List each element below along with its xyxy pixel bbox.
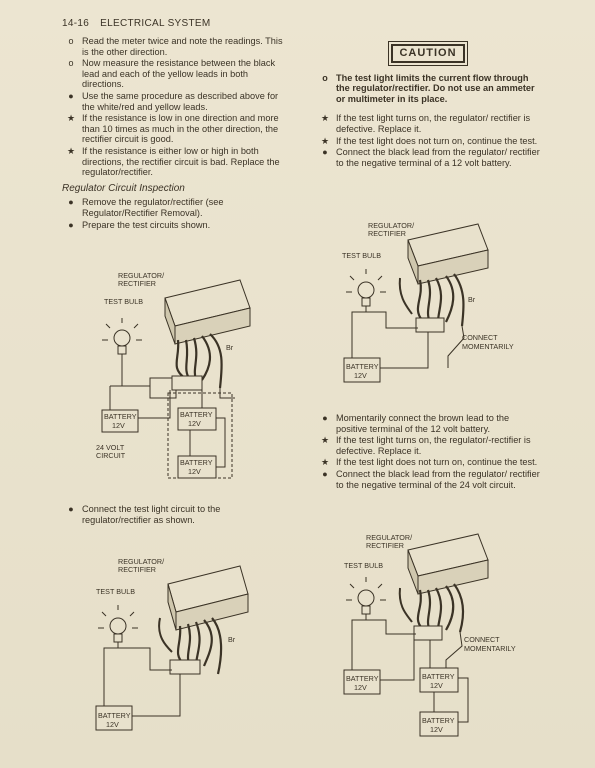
connect-label: CONNECT [462, 333, 498, 342]
wiring-diagram-svg: REGULATOR/ RECTIFIER TEST BULB BATTERY 1… [96, 271, 251, 479]
regulator-label: REGULATOR/ [368, 221, 414, 230]
wiring-diagram-svg: REGULATOR/ RECTIFIER TEST BULB BATTERY 1… [95, 557, 249, 731]
momentarily-label: MOMENTARILY [462, 342, 514, 351]
test-bulb-label: TEST BULB [96, 587, 135, 596]
brown-lead-label: Br [228, 635, 236, 644]
battery-label: BATTERY [98, 711, 131, 720]
caution-label: CAUTION [388, 41, 468, 66]
list-item: ●Connect the black lead from the regulat… [322, 147, 540, 168]
test-bulb-label: TEST BULB [344, 561, 383, 570]
regulator-label: REGULATOR/ [118, 557, 164, 566]
voltage-label: 12V [354, 371, 367, 380]
list-item: ●Momentarily connect the brown lead to t… [322, 413, 510, 434]
list-item: ●Prepare the test circuits shown. [68, 219, 211, 230]
voltage-label: 12V [112, 421, 125, 430]
battery-label: BATTERY [180, 410, 213, 419]
rectifier-label: RECTIFIER [118, 279, 156, 288]
momentarily-label: MOMENTARILY [464, 644, 516, 653]
rectifier-label: RECTIFIER [118, 565, 156, 574]
list-item: ★If the resistance is either low or high… [66, 145, 280, 178]
list-item: ●Connect the test light circuit to the r… [68, 504, 221, 525]
list-item: ●Use the same procedure as described abo… [68, 90, 279, 112]
voltage-label: 12V [354, 683, 367, 692]
regulator-label: REGULATOR/ [118, 271, 164, 280]
battery-label: BATTERY [422, 716, 455, 725]
left-lower-text: ●Connect the test light circuit to the r… [62, 504, 290, 526]
voltage-label: 12V [188, 419, 201, 428]
diagram-24v-test-circuit: REGULATOR/ RECTIFIER TEST BULB BATTERY 1… [90, 268, 290, 488]
battery-label: BATTERY [104, 412, 137, 421]
section-title: ELECTRICAL SYSTEM [100, 18, 211, 29]
wiring-diagram-svg: REGULATOR/ RECTIFIER TEST BULB BATTERY 1… [343, 533, 516, 737]
battery-box [101, 409, 139, 433]
subsection-heading: Regulator Circuit Inspection [62, 182, 185, 194]
right-lower-text: ●Momentarily connect the brown lead to t… [316, 413, 540, 491]
test-bulb-label: TEST BULB [342, 251, 381, 260]
voltage-label: 12V [106, 720, 119, 729]
battery-label: BATTERY [180, 458, 213, 467]
connect-label: CONNECT [464, 635, 500, 644]
list-item: ●Connect the black lead from the regulat… [322, 468, 540, 490]
voltage-label: 12V [430, 725, 443, 734]
regulator-label: REGULATOR/ [366, 533, 412, 542]
list-item: ●Remove the regulator/rectifier (see Reg… [68, 197, 224, 218]
wiring-diagram-svg: REGULATOR/ RECTIFIER TEST BULB BATTERY 1… [342, 221, 514, 383]
voltage-label: 12V [430, 681, 443, 690]
24-volt-label: 24 VOLT [96, 443, 125, 452]
voltage-label: 12V [188, 467, 201, 476]
diagram-24v-connect: REGULATOR/ RECTIFIER TEST BULB BATTERY 1… [338, 528, 538, 748]
page-header: 14-16 ELECTRICAL SYSTEM [62, 18, 218, 29]
diagram-connect-test-light: REGULATOR/ RECTIFIER TEST BULB BATTERY 1… [90, 556, 270, 751]
list-item: ★If the resistance is low in one directi… [66, 113, 279, 145]
diagram-12v-test: REGULATOR/ RECTIFIER TEST BULB BATTERY 1… [338, 218, 538, 393]
page-number: 14-16 [62, 18, 90, 29]
list-item: ★If the test light turns on, the regulat… [320, 435, 531, 456]
list-item: ★If the test light does not turn on, con… [320, 457, 538, 468]
test-bulb-label: TEST BULB [104, 297, 143, 306]
list-item: ★If the test light turns on, the regulat… [320, 113, 531, 134]
battery-label: BATTERY [346, 674, 379, 683]
battery-label: BATTERY [346, 362, 379, 371]
rectifier-label: RECTIFIER [366, 541, 404, 550]
rectifier-label: RECTIFIER [368, 229, 406, 238]
brown-lead-label: Br [226, 343, 234, 352]
list-item: ★If the test light does not turn on, con… [320, 135, 538, 146]
circuit-label: CIRCUIT [96, 451, 126, 460]
battery-label: BATTERY [422, 672, 455, 681]
caution-box: CAUTION [316, 41, 540, 66]
brown-lead-label: Br [468, 295, 476, 304]
